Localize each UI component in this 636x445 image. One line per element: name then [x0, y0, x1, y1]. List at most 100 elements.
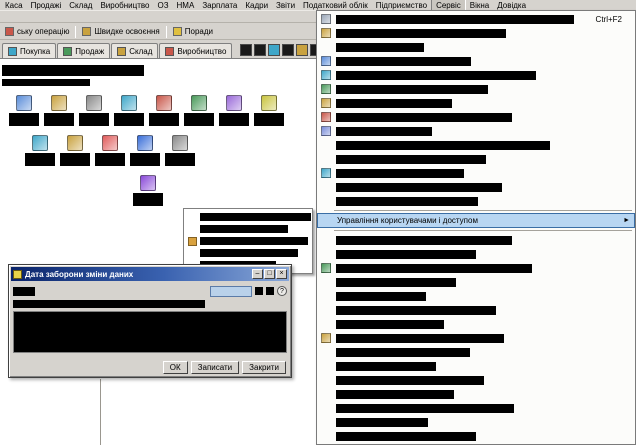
context-menu — [183, 208, 313, 274]
desktop-icon[interactable] — [111, 95, 146, 126]
desktop-icon[interactable] — [22, 135, 57, 166]
menubar-item-2[interactable]: Склад — [69, 0, 93, 10]
desktop-heading-redacted — [2, 65, 144, 76]
dialog-button-0[interactable]: ОК — [162, 361, 188, 374]
desktop-icon[interactable] — [130, 175, 165, 206]
context-menu-item-2[interactable] — [185, 235, 311, 247]
desktop-icon[interactable] — [6, 95, 41, 126]
tab-toolbar-button-3[interactable] — [282, 44, 295, 56]
dialog-toolbar-icon-1[interactable] — [266, 287, 274, 295]
service-menu-item-user-access-management[interactable]: Управління користувачами і доступом► — [317, 213, 635, 228]
menubar-item-10[interactable]: Підприємство — [375, 0, 428, 10]
service-menu-item-10[interactable] — [317, 152, 635, 166]
desktop-icon[interactable] — [76, 95, 111, 126]
service-menu-item-7[interactable] — [317, 110, 635, 124]
menubar-item-5[interactable]: НМА — [176, 0, 195, 10]
service-menu-item-22[interactable] — [317, 303, 635, 317]
service-menu-item-12[interactable] — [317, 180, 635, 194]
minimize-button[interactable]: – — [252, 269, 263, 279]
desktop-icon-glyph — [190, 95, 207, 111]
desktop-icon[interactable] — [57, 135, 92, 166]
menubar-item-4[interactable]: ОЗ — [157, 0, 169, 10]
service-menu-item-text-redacted — [336, 319, 444, 329]
service-menu-item-26[interactable] — [317, 359, 635, 373]
service-menu-item-24[interactable] — [317, 331, 635, 345]
service-menu-item-gutter — [319, 139, 333, 151]
menubar-item-12[interactable]: Вікна — [469, 0, 490, 10]
tab-1[interactable]: Продаж — [57, 43, 111, 58]
desktop-icon[interactable] — [92, 135, 127, 166]
dialog-titlebar[interactable]: Дата заборони зміни даних –□× — [11, 267, 289, 281]
desktop-icon[interactable] — [127, 135, 162, 166]
service-menu-item-21[interactable] — [317, 289, 635, 303]
service-menu-item-17[interactable] — [317, 233, 635, 247]
tab-toolbar-button-4[interactable] — [296, 44, 309, 56]
service-menu-item-3[interactable] — [317, 54, 635, 68]
menubar-item-1[interactable]: Продажі — [30, 0, 62, 10]
menubar-item-9[interactable]: Податковий облік — [303, 0, 368, 10]
menubar-item-7[interactable]: Кадри — [245, 0, 269, 10]
service-menu-item-25[interactable] — [317, 345, 635, 359]
tab-toolbar-button-2[interactable] — [268, 44, 281, 56]
service-menu-item-18[interactable] — [317, 247, 635, 261]
help-icon[interactable]: ? — [277, 286, 287, 296]
context-menu-item-1[interactable] — [185, 223, 311, 235]
context-menu-item-0[interactable] — [185, 211, 311, 223]
service-menu-item-8[interactable] — [317, 124, 635, 138]
service-menu-item-19[interactable] — [317, 261, 635, 275]
toolbar-button-1[interactable]: Швидке освоєння — [79, 26, 162, 37]
service-menu-item-29[interactable] — [317, 401, 635, 415]
service-menu-item-5[interactable] — [317, 82, 635, 96]
menubar-item-8[interactable]: Звіти — [276, 0, 296, 10]
tab-3[interactable]: Виробництво — [159, 43, 233, 58]
service-menu-item-11[interactable] — [317, 166, 635, 180]
menu-item-icon — [321, 70, 331, 80]
service-menu-item-6[interactable] — [317, 96, 635, 110]
desktop-icon[interactable] — [216, 95, 251, 126]
dialog-toolbar-primary-button[interactable] — [210, 285, 252, 297]
service-menu-item-30[interactable] — [317, 415, 635, 429]
desktop-icon[interactable] — [162, 135, 197, 166]
service-menu-item-0[interactable]: Ctrl+F2 — [317, 12, 635, 26]
dialog-toolbar-icon-0[interactable] — [255, 287, 263, 295]
toolbar-button-2[interactable]: Поради — [170, 26, 216, 37]
desktop-icon-label-redacted — [8, 113, 39, 126]
desktop-icon[interactable] — [251, 95, 286, 126]
menubar-item-3[interactable]: Виробництво — [100, 0, 150, 10]
menubar-item-0[interactable]: Каса — [5, 0, 23, 10]
service-menu-item-31[interactable] — [317, 429, 635, 443]
service-menu-item-9[interactable] — [317, 138, 635, 152]
desktop-icon[interactable] — [181, 95, 216, 126]
service-menu-item-20[interactable] — [317, 275, 635, 289]
dialog-toolbar: ? — [9, 283, 291, 299]
desktop-icon[interactable] — [146, 95, 181, 126]
service-menu-item-1[interactable] — [317, 26, 635, 40]
tab-0[interactable]: Покупка — [2, 43, 57, 58]
desktop-icon[interactable] — [41, 95, 76, 126]
service-menu-item-4[interactable] — [317, 68, 635, 82]
maximize-button[interactable]: □ — [264, 269, 275, 279]
service-menu-item-28[interactable] — [317, 387, 635, 401]
service-menu-item-text-redacted — [336, 361, 436, 371]
service-menu-item-13[interactable] — [317, 194, 635, 208]
service-menu-item-23[interactable] — [317, 317, 635, 331]
service-menu-item-2[interactable] — [317, 40, 635, 54]
menu-item-icon — [321, 84, 331, 94]
tab-toolbar-button-0[interactable] — [240, 44, 253, 56]
tab-2[interactable]: Склад — [111, 43, 159, 58]
context-menu-item-3[interactable] — [185, 247, 311, 259]
dialog-button-2[interactable]: Закрити — [242, 361, 286, 374]
dialog-list-area[interactable] — [13, 311, 287, 353]
menubar-item-6[interactable]: Зарплата — [202, 0, 238, 10]
service-menu-item-27[interactable] — [317, 373, 635, 387]
dialog-button-1[interactable]: Записати — [190, 361, 240, 374]
desktop-icon-row — [0, 135, 316, 166]
service-menu-item-gutter — [319, 402, 333, 414]
tab-toolbar-button-1[interactable] — [254, 44, 267, 56]
toolbar-button-0[interactable]: ську операцію — [2, 26, 72, 37]
service-menu-item-text-redacted — [336, 235, 512, 245]
close-button[interactable]: × — [276, 269, 287, 279]
divider-line — [100, 379, 101, 445]
menubar-item-13[interactable]: Довідка — [497, 0, 527, 10]
service-menu-item-text-redacted — [336, 347, 470, 357]
